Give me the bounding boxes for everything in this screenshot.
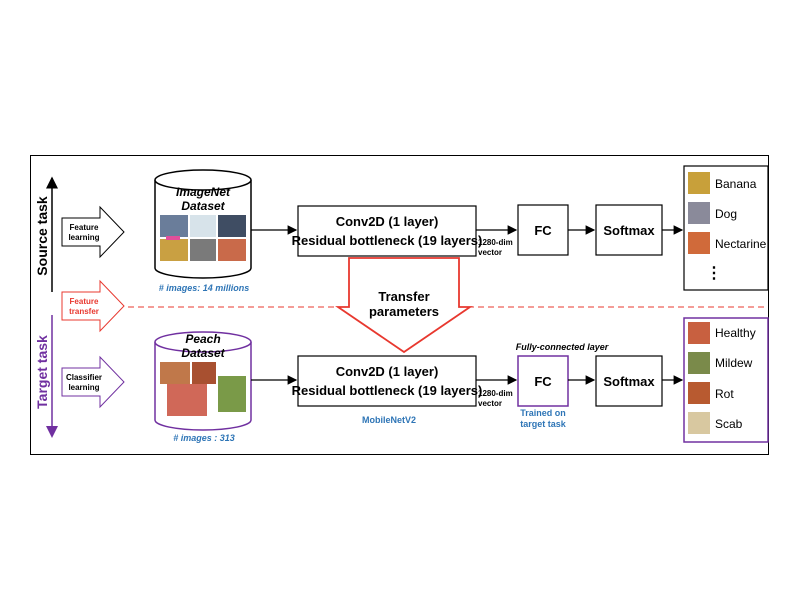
class-scab: Scab bbox=[715, 417, 743, 431]
svg-text:transfer: transfer bbox=[69, 307, 99, 316]
feature-transfer-arrow: Feature transfer bbox=[61, 279, 125, 333]
class-more: ⋮ bbox=[706, 265, 722, 282]
peach-thumb-4 bbox=[167, 384, 207, 416]
class-rot: Rot bbox=[715, 387, 734, 401]
class-mildew: Mildew bbox=[715, 356, 753, 370]
vector-label-source-2: vector bbox=[478, 248, 502, 257]
transfer-parameters-arrow: Transfer parameters bbox=[335, 257, 473, 354]
svg-text:Softmax: Softmax bbox=[603, 374, 655, 389]
mobilenet-label: MobileNetV2 bbox=[362, 415, 416, 425]
target-classes-box: Healthy Mildew Rot Scab bbox=[683, 317, 769, 443]
softmax-block-source: Softmax bbox=[595, 204, 663, 256]
svg-text:Softmax: Softmax bbox=[603, 223, 655, 238]
mildew-thumb bbox=[688, 352, 710, 374]
svg-text:Conv2D (1 layer): Conv2D (1 layer) bbox=[336, 364, 439, 379]
peach-thumb-2 bbox=[192, 362, 216, 384]
svg-text:Residual bottleneck (19 layers: Residual bottleneck (19 layers) bbox=[292, 383, 483, 398]
peach-thumb-3 bbox=[218, 376, 246, 412]
feature-learning-arrow: Feature learning bbox=[61, 205, 125, 259]
svg-text:Residual bottleneck (19 layers: Residual bottleneck (19 layers) bbox=[292, 233, 483, 248]
vector-label-target-2: vector bbox=[478, 399, 502, 408]
conv-block-target: Conv2D (1 layer) Residual bottleneck (19… bbox=[292, 355, 483, 407]
banana-thumb bbox=[688, 172, 710, 194]
diagram-frame bbox=[30, 155, 769, 455]
fc-block-target: FC bbox=[517, 355, 569, 407]
class-banana: Banana bbox=[715, 177, 757, 191]
class-healthy: Healthy bbox=[715, 326, 756, 340]
svg-text:FC: FC bbox=[534, 374, 552, 389]
softmax-block-target: Softmax bbox=[595, 355, 663, 407]
classifier-learning-arrow: Classifier learning bbox=[61, 355, 125, 409]
class-dog: Dog bbox=[715, 207, 737, 221]
fc-trained-line1: Trained on bbox=[520, 408, 566, 418]
svg-text:Dataset: Dataset bbox=[181, 199, 225, 213]
imagenet-thumb-5 bbox=[190, 239, 216, 261]
imagenet-count: # images: 14 millions bbox=[159, 283, 250, 293]
peach-thumb-1 bbox=[160, 362, 190, 384]
svg-text:FC: FC bbox=[534, 223, 552, 238]
peach-dataset-cylinder: Peach Dataset bbox=[154, 331, 252, 431]
nectarine-thumb bbox=[688, 232, 710, 254]
imagenet-thumb-4 bbox=[160, 239, 188, 261]
healthy-thumb bbox=[688, 322, 710, 344]
svg-text:learning: learning bbox=[68, 233, 99, 242]
svg-text:Conv2D (1 layer): Conv2D (1 layer) bbox=[336, 214, 439, 229]
vector-label-target-1: 1280-dim bbox=[478, 389, 513, 398]
svg-text:Peach: Peach bbox=[185, 332, 220, 346]
fc-block-source: FC bbox=[517, 204, 569, 256]
svg-text:learning: learning bbox=[68, 383, 99, 392]
imagenet-thumb-2 bbox=[190, 215, 216, 237]
fc-trained-line2: target task bbox=[520, 419, 567, 429]
svg-text:Classifier: Classifier bbox=[66, 373, 102, 382]
svg-text:Transfer: Transfer bbox=[378, 289, 429, 304]
imagenet-thumb-1 bbox=[160, 215, 188, 237]
svg-text:Dataset: Dataset bbox=[181, 346, 225, 360]
svg-text:parameters: parameters bbox=[369, 304, 439, 319]
source-classes-box: Banana Dog Nectarine ⋮ bbox=[683, 165, 769, 291]
peach-count: # images : 313 bbox=[173, 433, 235, 443]
svg-text:ImageNet: ImageNet bbox=[176, 185, 231, 199]
vector-label-source-1: 1280-dim bbox=[478, 238, 513, 247]
svg-text:Feature: Feature bbox=[70, 297, 99, 306]
svg-text:Feature: Feature bbox=[70, 223, 99, 232]
target-task-label: Target task bbox=[34, 335, 50, 409]
scab-thumb bbox=[688, 412, 710, 434]
class-nectarine: Nectarine bbox=[715, 237, 767, 251]
dog-thumb bbox=[688, 202, 710, 224]
rot-thumb bbox=[688, 382, 710, 404]
source-task-label: Source task bbox=[34, 196, 50, 276]
imagenet-dataset-cylinder: ImageNet Dataset bbox=[154, 169, 252, 279]
imagenet-thumb-3 bbox=[218, 215, 246, 237]
conv-block-source: Conv2D (1 layer) Residual bottleneck (19… bbox=[292, 205, 483, 257]
imagenet-thumb-6 bbox=[218, 239, 246, 261]
fc-caption: Fully-connected layer bbox=[516, 342, 609, 352]
